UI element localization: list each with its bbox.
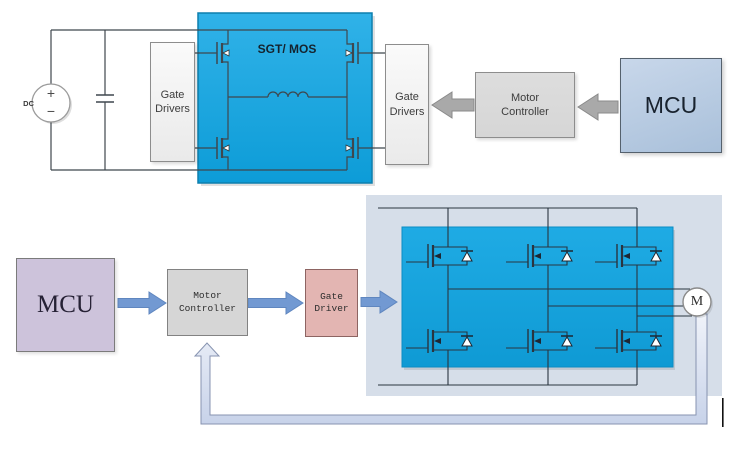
gate-drivers-right-box: Gate Drivers [385,44,429,165]
gate-driver-bottom-label-line1: Gate [320,290,343,302]
dc-minus-sign: − [46,103,56,119]
arrow-controller-to-driver [247,291,304,315]
mcu-bottom-box: MCU [16,258,115,352]
arrow-mcu-to-mc [577,93,619,121]
gate-drivers-right-label-line2: Drivers [389,105,425,118]
inverter-wires [378,207,692,386]
diode-icons [461,250,662,347]
dc-plus-sign: + [46,85,56,101]
feedback-arrow [193,313,708,425]
cursor-mark [722,398,724,427]
motor-label: M [690,294,704,309]
arrow-mcu-to-controller [117,291,167,315]
gate-driver-bottom-box: Gate Driver [305,269,358,337]
motor-controller-top-label-line1: Motor [510,91,540,104]
gate-drivers-right-label-line1: Gate [395,91,419,104]
motor-icon [682,287,712,317]
motor-controller-bottom-label-line2: Controller [178,302,236,314]
mosfet-arrow-icons-bottom [434,253,630,344]
inductor-icon [267,91,309,98]
hbridge-wires [50,29,385,171]
motor-controller-bottom-label-line1: Motor [193,290,222,302]
gate-drivers-left-box: Gate Drivers [150,42,195,162]
arrow-mc-to-gatedrivers [431,91,475,119]
gray-arrow-icons [431,91,619,121]
motor-controller-top-box: Motor Controller [475,72,575,138]
mcu-top-box: MCU [620,58,722,153]
gate-drivers-left-label-line1: Gate [160,88,185,101]
gate-driver-bottom-label-line2: Driver [314,303,349,314]
motor-controller-bottom-box: Motor Controller [167,269,248,336]
power-stage-label: SGT/ MOS [257,42,317,56]
dc-source-label: DC [23,98,34,108]
arrow-driver-to-inverter [360,290,398,314]
inverter-power-block [401,226,674,368]
mosfet-arrow-icons [222,49,353,152]
gate-drivers-left-label-line2: Drivers [155,103,190,115]
dc-source-icon [31,83,71,123]
mcu-top-label: MCU [644,91,698,118]
sgt-mos-block [197,12,373,184]
blue-arrow-icons [117,290,398,315]
mcu-bottom-label: MCU [37,290,94,318]
motor-controller-top-label-line2: Controller [501,106,549,118]
